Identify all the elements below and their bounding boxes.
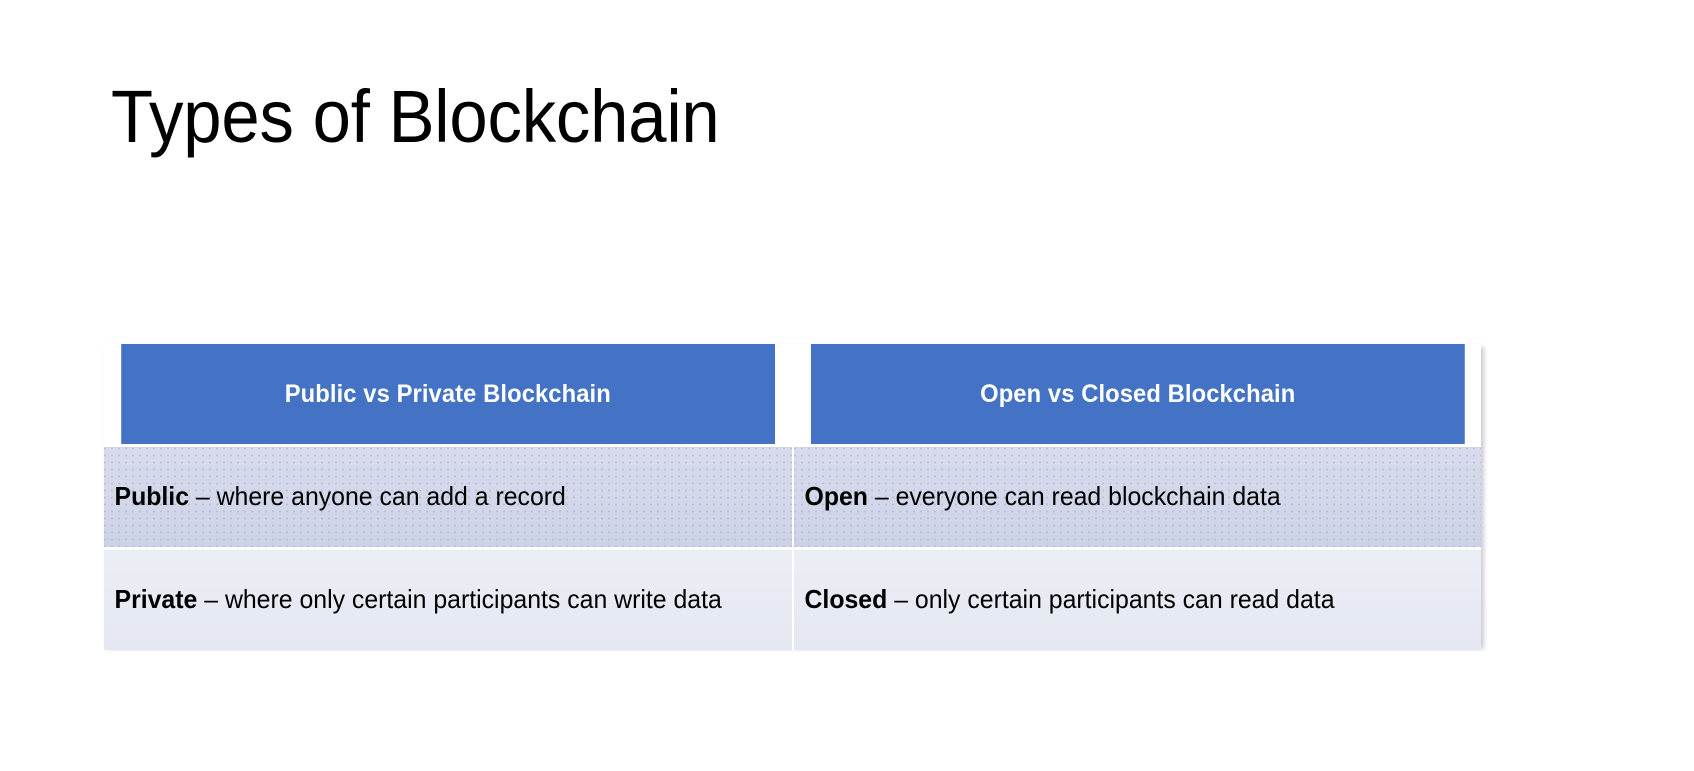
cell-description: – where only certain participants can wr… (197, 584, 722, 615)
column-header-public-vs-private: Public vs Private Blockchain (121, 344, 776, 446)
cell-lead-term: Open (804, 481, 868, 512)
table-row: Public – where anyone can add a record O… (104, 444, 1481, 549)
cell-description: – everyone can read blockchain data (867, 481, 1281, 512)
comparison-table: Public vs Private Blockchain Open vs Clo… (104, 344, 1481, 650)
table-row: Private – where only certain participant… (104, 547, 1481, 650)
cell-lead-term: Public (114, 481, 190, 512)
cell-public: Public – where anyone can add a record (104, 444, 793, 549)
cell-text: Public – where anyone can add a record (104, 481, 761, 512)
column-header-open-vs-closed: Open vs Closed Blockchain (808, 344, 1464, 446)
cell-closed: Closed – only certain participants can r… (791, 547, 1481, 650)
table-header-row: Public vs Private Blockchain Open vs Clo… (104, 344, 1481, 446)
cell-text: Closed – only certain participants can r… (794, 584, 1451, 615)
cell-description: – only certain participants can read dat… (886, 584, 1335, 615)
cell-text: Open – everyone can read blockchain data (794, 481, 1451, 512)
cell-open: Open – everyone can read blockchain data (791, 444, 1481, 549)
cell-private: Private – where only certain participant… (104, 547, 793, 650)
cell-description: – where anyone can add a record (189, 481, 566, 512)
page-title: Types of Blockchain (111, 75, 720, 158)
cell-lead-term: Closed (804, 584, 887, 615)
cell-lead-term: Private (114, 584, 198, 615)
cell-text: Private – where only certain participant… (104, 584, 761, 615)
blockchain-types-table: Public vs Private Blockchain Open vs Clo… (104, 344, 1481, 650)
